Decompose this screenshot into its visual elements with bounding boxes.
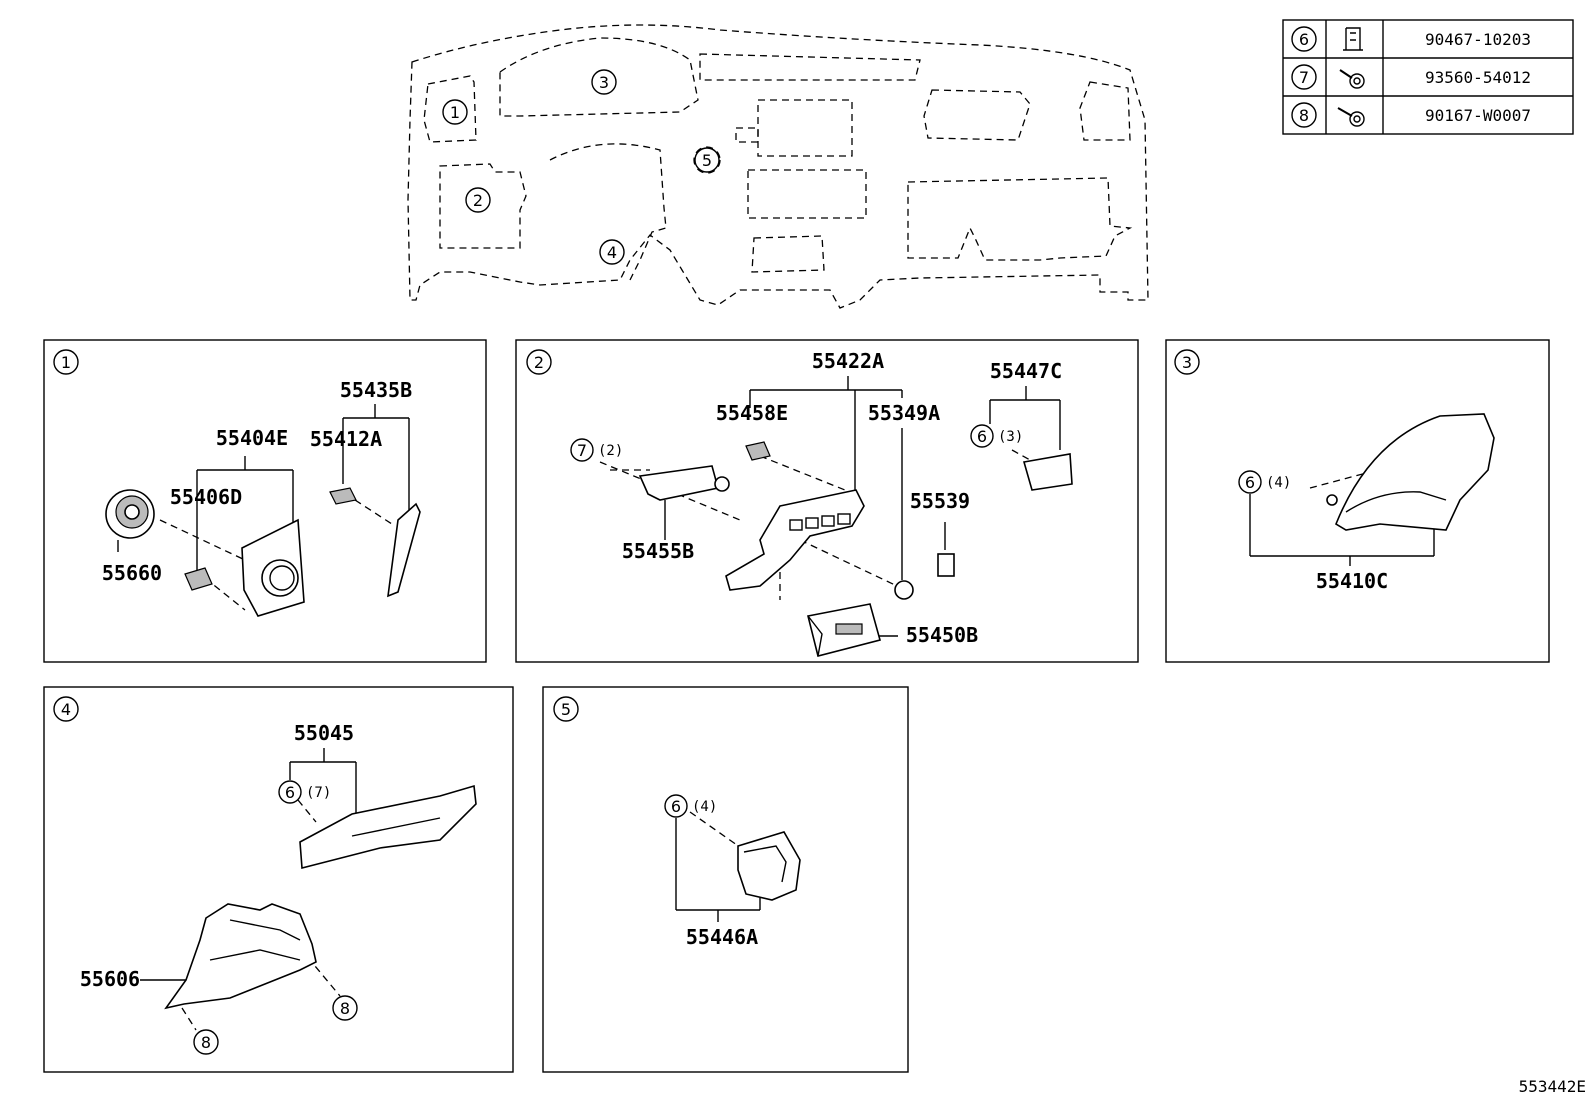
- part-label-55435B: 55435B: [340, 378, 412, 402]
- fastener-part-number: 93560-54012: [1425, 68, 1531, 87]
- under-cover-part: [164, 903, 317, 1010]
- part-label-55447C: 55447C: [990, 359, 1062, 383]
- screw-washer-icon: [1339, 69, 1365, 89]
- dashboard-overview: 1 2 3 4 5: [407, 24, 1149, 309]
- part-label-55446A: 55446A: [686, 925, 758, 949]
- svg-text:1: 1: [450, 103, 460, 122]
- bulb-part: [894, 580, 914, 600]
- upper-bracket-part: [638, 465, 730, 501]
- lower-panel-part: [725, 489, 865, 591]
- fastener-callout-6: 6 (3): [970, 424, 1023, 448]
- part-label-55406D: 55406D: [170, 485, 242, 509]
- cluster-hood-part: [1326, 413, 1495, 531]
- part-label-55045: 55045: [294, 721, 354, 745]
- panel-index: 3: [1182, 353, 1192, 372]
- svg-text:6: 6: [671, 797, 681, 816]
- part-label-55606: 55606: [80, 967, 140, 991]
- panel-index: 2: [534, 353, 544, 372]
- clip-part: [184, 567, 213, 591]
- bracket-part: [329, 487, 357, 505]
- panel-index: 1: [61, 353, 71, 372]
- illustration-id: 553442E: [1519, 1077, 1586, 1096]
- svg-text:8: 8: [340, 999, 350, 1018]
- fastener-row-8: 8 90167-W0007: [1291, 102, 1531, 128]
- fastener-ref: 7: [1299, 68, 1309, 87]
- svg-text:5: 5: [702, 151, 712, 170]
- vent-bezel-part: [241, 518, 305, 617]
- part-label-55660: 55660: [102, 561, 162, 585]
- fastener-callout-7: 7 (2): [570, 438, 623, 462]
- switch-bezel-part: [737, 831, 801, 901]
- fastener-callout-6: 6 (4): [1238, 470, 1291, 494]
- svg-text:8: 8: [201, 1033, 211, 1052]
- svg-text:2: 2: [473, 191, 483, 210]
- svg-text:4: 4: [607, 243, 617, 262]
- panel-index: 4: [61, 700, 71, 719]
- svg-text:(7): (7): [306, 785, 331, 801]
- svg-text:6: 6: [1245, 473, 1255, 492]
- fastener-callout-8: 8: [193, 1029, 219, 1055]
- part-label-55455B: 55455B: [622, 539, 694, 563]
- box-part: [807, 603, 881, 657]
- svg-text:(2): (2): [598, 443, 623, 459]
- fastener-callout-6: 6 (4): [664, 794, 717, 818]
- panel-3: 3 6 (4) 55410C: [1165, 339, 1550, 663]
- fastener-callout-6: 6 (7): [278, 780, 331, 804]
- svg-text:(3): (3): [998, 429, 1023, 445]
- part-label-55422A: 55422A: [812, 349, 884, 373]
- fastener-ref: 6: [1299, 30, 1309, 49]
- part-label-55458E: 55458E: [716, 401, 788, 425]
- part-label-55539: 55539: [910, 489, 970, 513]
- fastener-table: 6 90467-10203 7 93560-54012 8 9: [1282, 19, 1574, 135]
- part-label-55410C: 55410C: [1316, 569, 1388, 593]
- fastener-part-number: 90467-10203: [1425, 30, 1531, 49]
- panel-4: 4 6 (7) 8 8 55045: [43, 686, 514, 1073]
- svg-text:6: 6: [285, 783, 295, 802]
- part-label-55404E: 55404E: [216, 426, 288, 450]
- clip-icon: [1343, 27, 1363, 51]
- svg-text:(4): (4): [692, 799, 717, 815]
- screw-washer-icon: [1337, 107, 1365, 127]
- fastener-ref: 8: [1299, 106, 1309, 125]
- panel-2: 2: [515, 339, 1139, 663]
- overview-callout-2: 2: [465, 187, 491, 213]
- fastener-callout-8: 8: [332, 995, 358, 1021]
- fastener-part-number: 90167-W0007: [1425, 106, 1531, 125]
- overview-callout-1: 1: [442, 99, 468, 125]
- switch-part: [937, 553, 955, 577]
- panel-1: 1 55435B: [43, 339, 487, 663]
- overview-callout-4: 4: [599, 239, 625, 265]
- svg-text:(4): (4): [1266, 475, 1291, 491]
- part-label-55349A: 55349A: [868, 401, 940, 425]
- lower-cover-part: [299, 784, 477, 870]
- overview-callout-3: 3: [591, 69, 617, 95]
- clip-part: [745, 441, 771, 461]
- overview-callout-5: 5: [694, 147, 720, 173]
- svg-text:3: 3: [599, 73, 609, 92]
- cup-holder-part: [1022, 453, 1073, 491]
- speaker-part: [105, 489, 155, 539]
- svg-text:6: 6: [977, 427, 987, 446]
- pillar-trim-part: [387, 502, 421, 598]
- fastener-row-6: 6 90467-10203: [1291, 26, 1531, 52]
- panel-index: 5: [561, 700, 571, 719]
- fastener-row-7: 7 93560-54012: [1291, 64, 1531, 90]
- svg-text:7: 7: [577, 441, 587, 460]
- panel-5: 5 6 (4) 55446A: [542, 686, 909, 1073]
- part-label-55412A: 55412A: [310, 427, 382, 451]
- part-label-55450B: 55450B: [906, 623, 978, 647]
